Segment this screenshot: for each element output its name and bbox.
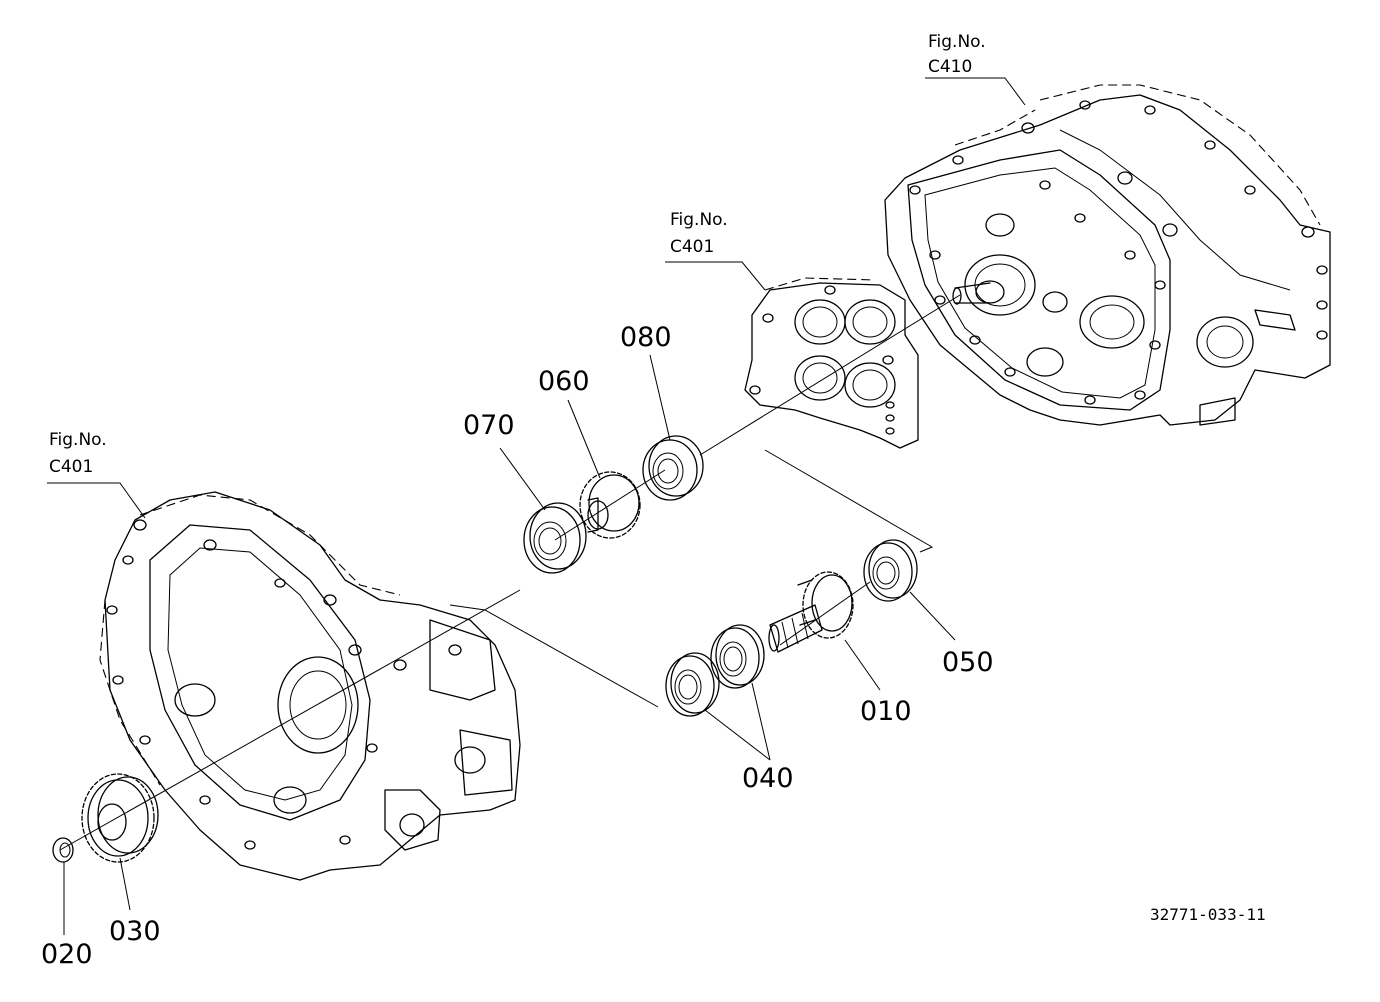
fig-ref-title: Fig.No. [670, 210, 728, 230]
drawing-number: 32771-033-11 [1150, 905, 1266, 924]
part-label-040: 040 [742, 763, 794, 794]
bearing-070 [523, 502, 587, 574]
bearing-040-a [665, 652, 720, 717]
fig-ref-title: Fig.No. [928, 32, 986, 52]
bearing-080 [642, 435, 704, 501]
bearing-holder-plate [744, 277, 919, 449]
circlip-020 [52, 837, 74, 863]
shaft-gear-010 [768, 571, 854, 653]
bearing-050 [863, 539, 918, 602]
part-label-020: 020 [41, 939, 93, 970]
leader-lines [47, 77, 1026, 935]
part-label-080: 080 [620, 322, 672, 353]
fig-ref-code: C401 [670, 237, 714, 257]
part-label-010: 010 [860, 696, 912, 727]
fig-ref-title: Fig.No. [49, 430, 107, 450]
part-label-030: 030 [109, 916, 161, 947]
part-label-050: 050 [942, 647, 994, 678]
fig-ref-code: C401 [49, 457, 93, 477]
figure-reference-left: Fig.No. C401 [49, 430, 107, 477]
assembly-axis-lines [59, 294, 961, 851]
part-label-070: 070 [463, 410, 515, 441]
part-label-060: 060 [538, 366, 590, 397]
fig-ref-code: C410 [928, 57, 972, 77]
figure-reference-middle: Fig.No. C401 [670, 210, 728, 257]
front-clutch-housing [99, 491, 521, 881]
gear-030 [81, 773, 159, 863]
rear-transmission-housing [884, 84, 1331, 426]
gear-060 [579, 471, 641, 539]
bearing-040-b [710, 624, 765, 689]
figure-reference-top-right: Fig.No. C410 [928, 32, 986, 77]
